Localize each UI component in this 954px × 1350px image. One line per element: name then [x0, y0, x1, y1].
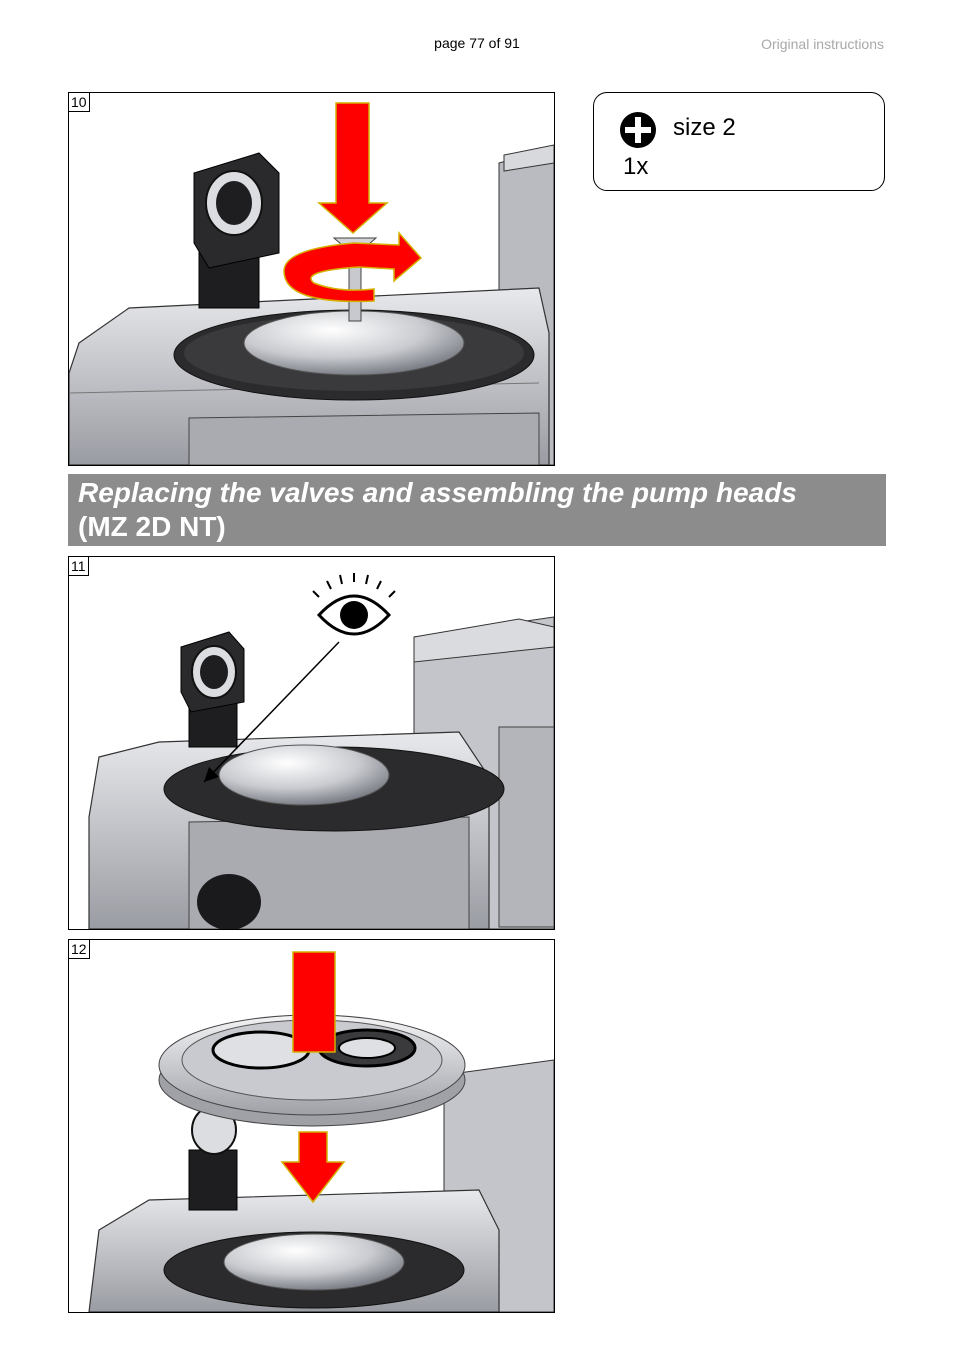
phillips-screwdriver-icon	[619, 111, 657, 154]
tool-info-box: size 2 1x	[593, 92, 885, 191]
illustration-place-valve-head	[88, 951, 554, 1312]
eye-icon	[312, 573, 396, 636]
figure-12: 12	[68, 939, 555, 1313]
page-number: page 77 of 91	[434, 35, 520, 51]
figure-11: 11	[68, 556, 555, 930]
figure-number: 10	[69, 93, 90, 112]
figure-number: 12	[69, 940, 90, 959]
illustration-inspect-diaphragm	[88, 573, 554, 929]
section-heading: Replacing the valves and assembling the …	[68, 474, 886, 546]
section-title: Replacing the valves and assembling the …	[78, 477, 797, 508]
figure-10: 10	[68, 92, 555, 466]
illustration-pump-head-screw	[69, 102, 554, 465]
document-label: Original instructions	[761, 36, 884, 52]
section-subtitle: (MZ 2D NT)	[78, 511, 226, 542]
figure-number: 11	[69, 557, 89, 576]
tool-quantity: 1x	[623, 153, 649, 180]
tool-size-label: size 2	[673, 114, 736, 141]
